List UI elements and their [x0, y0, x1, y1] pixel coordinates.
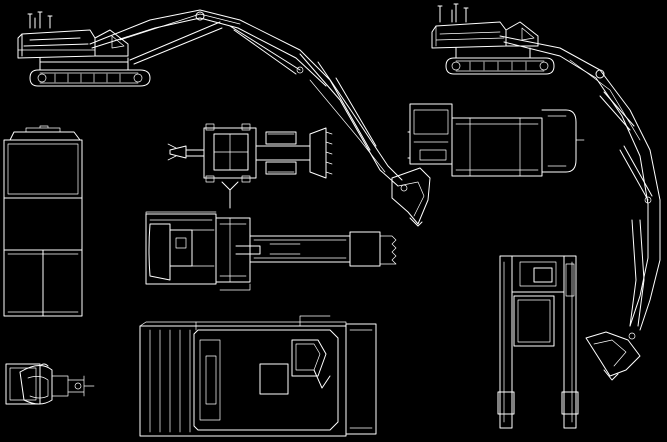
excavator-side-view-left [17, 9, 431, 227]
excavator-rear-view [3, 125, 83, 317]
excavator-plan-view-upper [145, 211, 397, 291]
excavator-top-view-right [407, 103, 585, 177]
excavator-side-view-right [431, 3, 661, 381]
excavator-front-view-tracks [497, 255, 579, 429]
bucket-detail [5, 363, 95, 405]
excavator-plan-view-lower-carriage [139, 315, 377, 437]
excavator-plan-view-boom [167, 123, 333, 209]
